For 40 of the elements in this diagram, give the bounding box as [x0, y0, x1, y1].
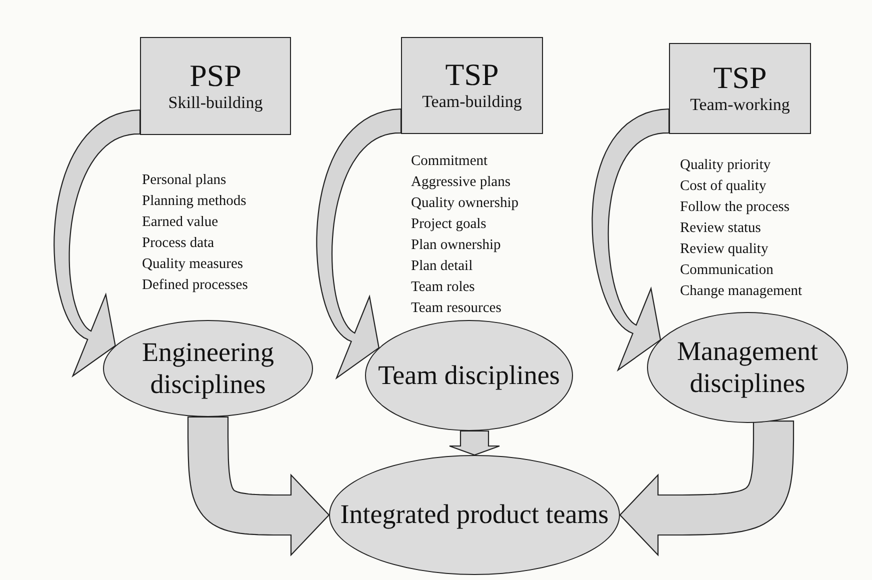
- list-item: Follow the process: [680, 198, 790, 217]
- list-item: Planning methods: [142, 192, 246, 211]
- list-item: Team roles: [411, 278, 475, 297]
- list-item: Commitment: [411, 152, 488, 171]
- list-item: Team resources: [411, 299, 502, 318]
- block-arrow: [187, 416, 330, 556]
- node-title: TSP: [445, 58, 499, 92]
- block-arrow: [316, 108, 402, 380]
- node-title: Team disciplines: [378, 360, 560, 392]
- list-item: Quality priority: [680, 156, 771, 175]
- node-subtitle: Team-working: [690, 95, 790, 116]
- node-title: Integrated product teams: [340, 499, 609, 531]
- list-item: Review status: [680, 219, 761, 238]
- node-title: Management disciplines: [676, 336, 819, 400]
- list-item: Personal plans: [142, 171, 226, 190]
- list-item: Earned value: [142, 213, 218, 232]
- block-arrow: [54, 109, 141, 378]
- list-item: Plan detail: [411, 257, 473, 276]
- list-item: Change management: [680, 282, 802, 301]
- node-title: TSP: [713, 61, 767, 96]
- node-subtitle: Team-building: [422, 92, 522, 113]
- list-item: Review quality: [680, 240, 768, 259]
- process-box: [140, 37, 291, 135]
- block-arrow: [592, 108, 670, 372]
- process-box: [669, 43, 811, 134]
- list-item: Process data: [142, 234, 214, 253]
- list-item: Cost of quality: [680, 177, 766, 196]
- list-item: Quality ownership: [411, 194, 519, 213]
- list-item: Communication: [680, 261, 774, 280]
- list-item: Aggressive plans: [411, 173, 510, 192]
- list-item: Defined processes: [142, 276, 248, 295]
- block-arrow: [619, 420, 794, 556]
- list-item: Project goals: [411, 215, 486, 234]
- node-title: PSP: [190, 58, 242, 93]
- list-item: Plan ownership: [411, 236, 501, 255]
- node-subtitle: Skill-building: [168, 92, 263, 114]
- process-box: [401, 37, 543, 134]
- list-item: Quality measures: [142, 255, 244, 274]
- block-arrow: [448, 430, 500, 456]
- node-title: Engineering disciplines: [141, 336, 275, 400]
